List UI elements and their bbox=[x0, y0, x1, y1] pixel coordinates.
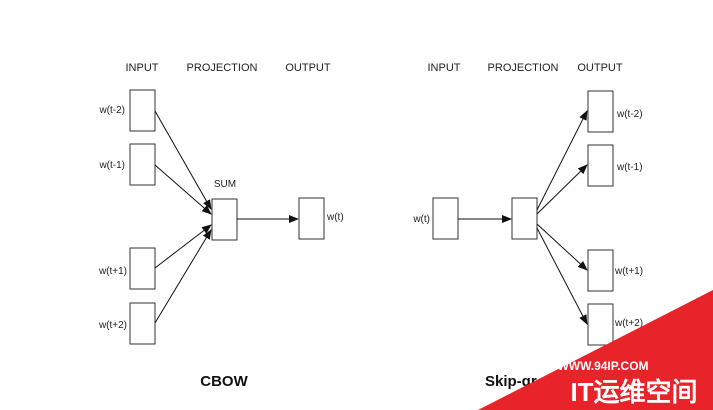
skipgram-title: Skip-gr bbox=[485, 373, 537, 390]
skipgram-arrow bbox=[536, 164, 588, 215]
skipgram-output-box-t-plus-2 bbox=[587, 303, 614, 346]
skipgram-output-box-t-minus-1 bbox=[587, 144, 614, 187]
skipgram-output-header: OUTPUT bbox=[577, 62, 623, 74]
cbow-input-label: w(t+2) bbox=[98, 320, 127, 331]
cbow-projection-box bbox=[211, 198, 238, 241]
cbow-model: INPUT PROJECTION OUTPUT w(t-2) w(t-1) w(… bbox=[98, 62, 344, 390]
watermark: WWW.94IP.COM IT运维空间 bbox=[478, 290, 713, 410]
skipgram-input-label: w(t) bbox=[412, 214, 430, 225]
cbow-input-box-t-minus-2 bbox=[129, 89, 156, 132]
cbow-input-box-t-minus-1 bbox=[129, 143, 156, 186]
skipgram-projection-header: PROJECTION bbox=[488, 62, 559, 74]
watermark-brand: IT运维空间 bbox=[570, 377, 697, 407]
cbow-input-box-t-plus-1 bbox=[129, 247, 156, 290]
cbow-input-label: w(t-1) bbox=[98, 160, 125, 171]
cbow-output-label: w(t) bbox=[326, 212, 344, 223]
skipgram-arrow bbox=[536, 223, 588, 271]
skipgram-output-box-t-plus-1 bbox=[587, 249, 614, 292]
skipgram-output-label: w(t+2) bbox=[614, 318, 643, 329]
cbow-arrow bbox=[154, 164, 212, 215]
cbow-input-label: w(t-2) bbox=[98, 105, 125, 116]
cbow-projection-header: PROJECTION bbox=[187, 62, 258, 74]
cbow-output-header: OUTPUT bbox=[285, 62, 331, 74]
cbow-arrow bbox=[154, 224, 212, 269]
watermark-url: WWW.94IP.COM bbox=[557, 359, 648, 373]
skipgram-input-header: INPUT bbox=[428, 62, 461, 74]
skipgram-output-box-t-minus-2 bbox=[587, 90, 614, 133]
cbow-output-box bbox=[298, 197, 325, 240]
cbow-input-box-t-plus-2 bbox=[129, 302, 156, 345]
cbow-input-label: w(t+1) bbox=[98, 266, 127, 277]
watermark-background bbox=[478, 290, 713, 410]
skipgram-projection-box bbox=[511, 197, 538, 240]
skipgram-arrow bbox=[536, 227, 588, 325]
skipgram-output-label: w(t-2) bbox=[616, 109, 643, 120]
cbow-title: CBOW bbox=[200, 373, 248, 390]
cbow-arrow bbox=[154, 110, 212, 210]
cbow-arrow bbox=[154, 229, 212, 324]
cbow-sum-label: SUM bbox=[214, 179, 236, 190]
skipgram-input-box bbox=[432, 197, 459, 240]
skipgram-output-label: w(t-1) bbox=[616, 162, 643, 173]
skipgram-model: INPUT PROJECTION OUTPUT w(t) w(t-2) w(t-… bbox=[412, 62, 643, 390]
skipgram-arrow bbox=[536, 110, 588, 211]
cbow-input-header: INPUT bbox=[126, 62, 159, 74]
skipgram-output-label: w(t+1) bbox=[614, 266, 643, 277]
